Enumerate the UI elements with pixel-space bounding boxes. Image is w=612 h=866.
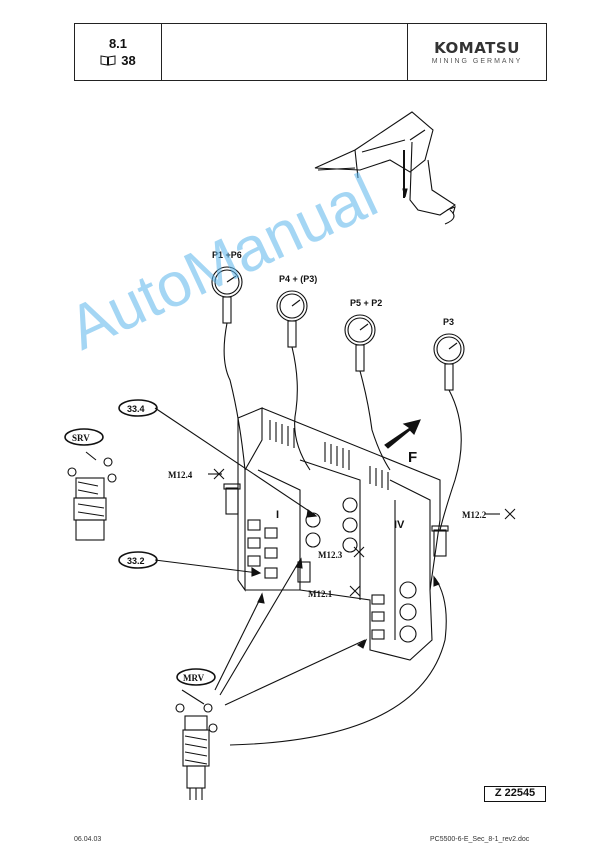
- section-number: 8.1: [108, 36, 128, 51]
- page-ref: 38: [100, 53, 136, 68]
- title-cell: [162, 24, 408, 80]
- brand-subtitle: MINING GERMANY: [431, 58, 523, 65]
- mrv-valve-detail: [175, 689, 218, 800]
- block-label-iv: IV: [394, 519, 405, 531]
- book-icon: [100, 55, 116, 66]
- srv-label: SRV: [72, 433, 90, 443]
- port-m12-3: M12.3: [318, 550, 343, 560]
- footer-date: 06.04.03: [74, 836, 102, 843]
- section-cell: 8.1 38: [75, 24, 162, 80]
- gauge-label-p1-p6: P1 +P6: [212, 250, 242, 260]
- gauge-label-p3: P3: [443, 317, 454, 327]
- gauge-label-p4-p3: P4 + (P3): [279, 274, 317, 284]
- brand-logo: KOMATSU: [434, 39, 520, 57]
- callout-33-2-oval: [118, 551, 158, 569]
- gauge-p5-p2: [344, 314, 391, 471]
- control-valve-block: [223, 407, 449, 661]
- footer-doc: PC5500-6-E_Sec_8-1_rev2.doc: [430, 836, 530, 843]
- port-m12-2: M12.2: [462, 510, 487, 520]
- leader-lines: [154, 407, 516, 746]
- gauge-p4-p3: [276, 290, 311, 471]
- direction-label: F: [408, 449, 417, 466]
- callout-33-2: 33.2: [127, 556, 145, 566]
- mrv-label: MRV: [183, 673, 205, 683]
- mrv-oval: [176, 668, 216, 686]
- direction-arrow-icon: [384, 419, 421, 449]
- srv-valve-detail: [67, 451, 117, 541]
- gauge-label-p5-p2: P5 + P2: [350, 298, 382, 308]
- port-m12-1: M12.1: [308, 589, 333, 599]
- gauge-p1-p6: [211, 266, 246, 471]
- srv-oval: [64, 428, 104, 446]
- gauge-p3: [433, 333, 465, 531]
- port-m12-4: M12.4: [168, 470, 193, 480]
- figure-id: Z 22545: [484, 786, 546, 802]
- excavator-sketch-icon: [314, 111, 456, 225]
- callout-33-4: 33.4: [127, 404, 145, 414]
- page-number: 38: [121, 53, 136, 68]
- callout-33-4-oval: [118, 399, 158, 417]
- brand-cell: KOMATSU MINING GERMANY: [408, 24, 546, 80]
- block-label-i: I: [276, 509, 279, 521]
- header-box: 8.1 38 KOMATSU MINING GERMANY: [74, 23, 547, 81]
